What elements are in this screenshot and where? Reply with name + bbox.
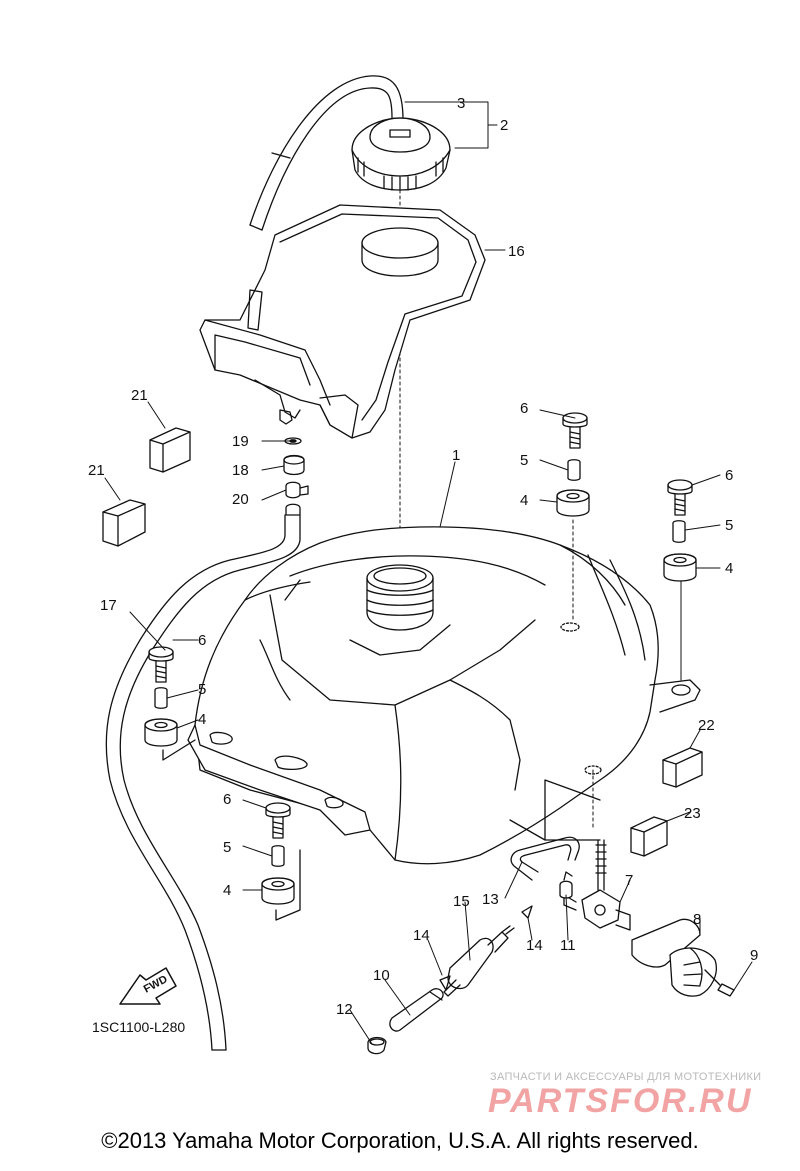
- callout-4c: 4: [725, 560, 733, 577]
- damper-pad-part-22: [662, 747, 703, 788]
- callout-5b: 5: [520, 452, 528, 469]
- mount-stack-left-lower: [261, 802, 301, 921]
- watermark-brand: PARTSFOR.RU: [488, 1082, 753, 1120]
- callout-4a: 4: [198, 711, 206, 728]
- damper-pad-part-21b: [102, 499, 146, 547]
- mount-stack-right-lower: [663, 479, 697, 582]
- fwd-arrow-icon: FWD: [119, 967, 177, 1005]
- callout-15: 15: [453, 893, 470, 910]
- callout-21b: 21: [88, 462, 105, 479]
- fuel-gauge-part-8: [631, 918, 721, 997]
- callout-6b: 6: [520, 400, 528, 417]
- callout-4b: 4: [520, 492, 528, 509]
- callout-1: 1: [452, 447, 460, 464]
- callout-5c: 5: [725, 517, 733, 534]
- callout-2: 2: [500, 117, 508, 134]
- callout-4d: 4: [223, 882, 231, 899]
- callout-9: 9: [750, 947, 758, 964]
- callout-labels: 3 2 16 1 19 18 20 21 21 17 6 5 4 6 5 4 6…: [88, 95, 758, 1035]
- damper-pad-part-23: [630, 816, 668, 857]
- callout-10: 10: [373, 967, 390, 984]
- callout-14b: 14: [526, 937, 543, 954]
- callout-6a: 6: [198, 632, 206, 649]
- callout-6c: 6: [725, 467, 733, 484]
- tank-cover-part: [199, 204, 486, 439]
- clamp-part-11: [559, 871, 573, 899]
- screw-part-9: [717, 983, 735, 997]
- damper-pad-part-21a: [149, 427, 191, 473]
- diagram-code: 1SC1100-L280: [92, 1019, 185, 1035]
- leader-lines: [104, 101, 753, 1045]
- callout-18: 18: [232, 462, 249, 479]
- callout-11: 11: [560, 937, 576, 954]
- clip-part-14b: [521, 905, 533, 919]
- callout-14a: 14: [413, 927, 430, 944]
- callout-16: 16: [508, 243, 525, 260]
- clip-part-14a: [439, 975, 451, 991]
- grommet-part-18: [283, 454, 305, 476]
- clamp-part-20: [285, 481, 309, 516]
- copyright-text: ©2013 Yamaha Motor Corporation, U.S.A. A…: [101, 1128, 699, 1153]
- callout-22: 22: [698, 717, 715, 734]
- callout-21a: 21: [131, 387, 148, 404]
- callout-17: 17: [100, 597, 117, 614]
- fuel-cap-part: [351, 117, 451, 191]
- callout-13: 13: [482, 891, 499, 908]
- callout-3: 3: [457, 95, 465, 112]
- callout-5a: 5: [198, 681, 206, 698]
- callout-23: 23: [684, 805, 701, 822]
- callout-20: 20: [232, 491, 249, 508]
- callout-12: 12: [336, 1001, 353, 1018]
- callout-6d: 6: [223, 791, 231, 808]
- hose-part-10: [389, 988, 444, 1032]
- fuel-filter-part: [443, 925, 515, 997]
- fuel-hose-part: [105, 514, 301, 1051]
- clamp-part-12: [367, 1036, 387, 1055]
- breather-hose-part: [249, 75, 404, 231]
- callout-7: 7: [625, 872, 633, 889]
- callout-19: 19: [232, 433, 249, 450]
- fuel-line-part-13: [510, 836, 580, 881]
- callout-8: 8: [693, 911, 701, 928]
- fuel-tank-part: [187, 526, 701, 865]
- watermark-tagline: ЗАПЧАСТИ И АКСЕССУАРЫ ДЛЯ МОТОТЕХНИКИ: [490, 1071, 762, 1083]
- callout-5d: 5: [223, 839, 231, 856]
- mount-stack-left-upper: [144, 646, 196, 761]
- fuel-petcock-part: [563, 839, 631, 931]
- mount-stack-right-upper: [556, 412, 590, 517]
